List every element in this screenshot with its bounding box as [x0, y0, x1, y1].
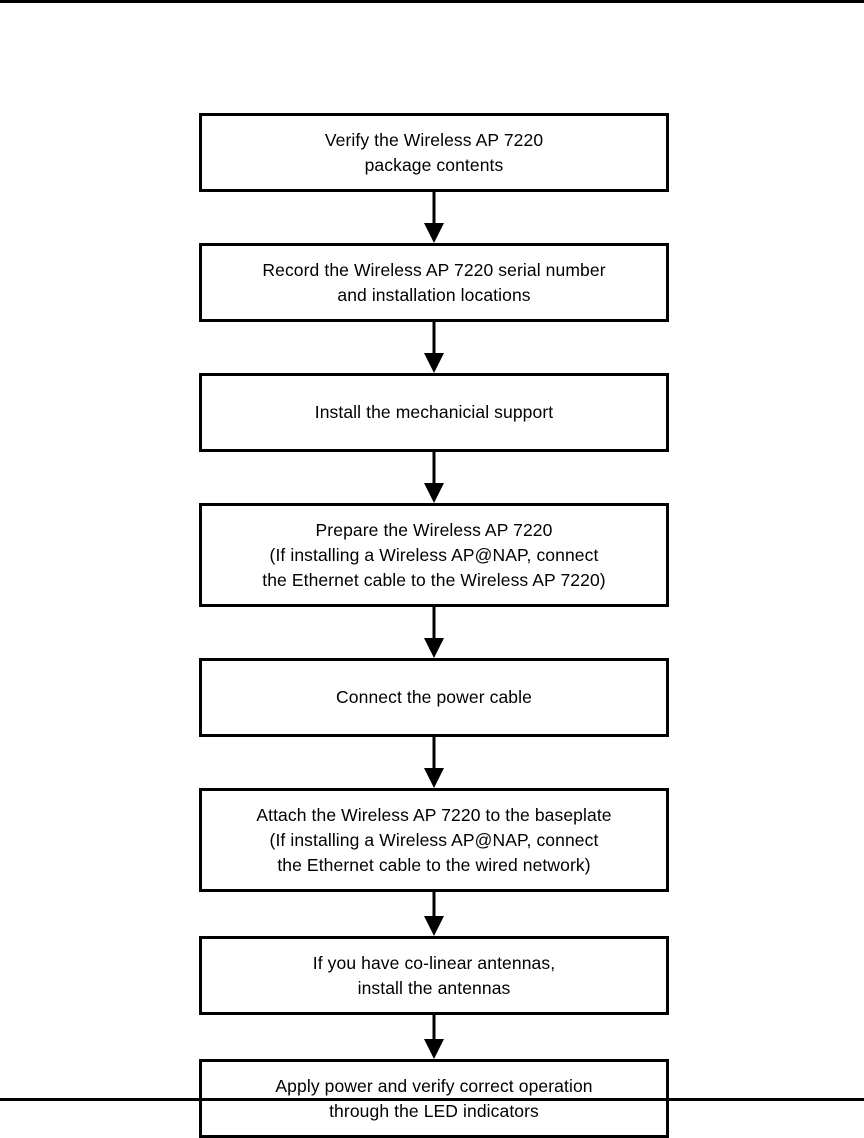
arrow-shaft — [432, 892, 436, 918]
flow-step-4-label: Prepare the Wireless AP 7220 (If install… — [262, 519, 606, 590]
flow-step-6: Attach the Wireless AP 7220 to the basep… — [199, 788, 669, 892]
flow-step-2: Record the Wireless AP 7220 serial numbe… — [199, 243, 669, 322]
flow-step-6-label: Attach the Wireless AP 7220 to the basep… — [256, 804, 612, 875]
arrow-shaft — [432, 192, 436, 225]
flow-connector-1-2 — [199, 192, 669, 243]
page-bottom-rule — [0, 1098, 864, 1101]
down-arrow-icon — [423, 322, 445, 373]
flow-connector-3-4 — [199, 452, 669, 503]
arrow-shaft — [432, 607, 436, 640]
flow-connector-7-8 — [199, 1015, 669, 1059]
arrow-head — [424, 916, 444, 936]
installation-flowchart: Verify the Wireless AP 7220 package cont… — [199, 113, 669, 1138]
flow-step-4: Prepare the Wireless AP 7220 (If install… — [199, 503, 669, 607]
arrow-head — [424, 353, 444, 373]
down-arrow-icon — [423, 737, 445, 788]
page-top-rule — [0, 0, 864, 3]
flow-step-7: If you have co-linear antennas, install … — [199, 936, 669, 1015]
arrow-head — [424, 1039, 444, 1059]
down-arrow-icon — [423, 192, 445, 243]
arrow-head — [424, 638, 444, 658]
flow-step-3-label: Install the mechanicial support — [314, 402, 554, 422]
arrow-head — [424, 483, 444, 503]
flow-step-2-label: Record the Wireless AP 7220 serial numbe… — [262, 259, 606, 305]
flow-step-5: Connect the power cable — [199, 658, 669, 737]
arrow-shaft — [432, 452, 436, 485]
flow-step-5-label: Connect the power cable — [336, 687, 532, 707]
flow-connector-2-3 — [199, 322, 669, 373]
flow-connector-4-5 — [199, 607, 669, 658]
down-arrow-icon — [423, 1015, 445, 1059]
arrow-head — [424, 223, 444, 243]
flow-step-7-label: If you have co-linear antennas, install … — [312, 952, 556, 998]
down-arrow-icon — [423, 607, 445, 658]
arrow-shaft — [432, 737, 436, 770]
arrow-shaft — [432, 322, 436, 355]
down-arrow-icon — [423, 892, 445, 936]
down-arrow-icon — [423, 452, 445, 503]
flow-step-1-label: Verify the Wireless AP 7220 package cont… — [324, 129, 544, 175]
arrow-head — [424, 768, 444, 788]
flow-step-1: Verify the Wireless AP 7220 package cont… — [199, 113, 669, 192]
arrow-shaft — [432, 1015, 436, 1041]
flow-step-3: Install the mechanicial support — [199, 373, 669, 452]
flow-connector-6-7 — [199, 892, 669, 936]
flow-connector-5-6 — [199, 737, 669, 788]
